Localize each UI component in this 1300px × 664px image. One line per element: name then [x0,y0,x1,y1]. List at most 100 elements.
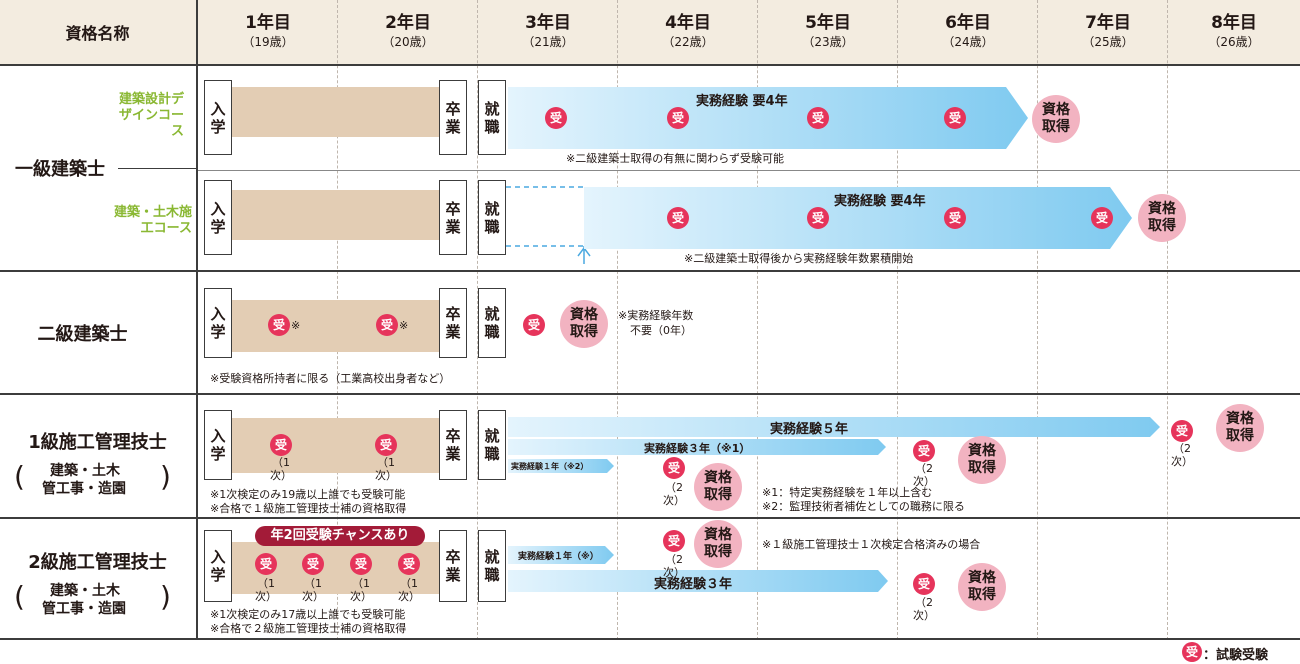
ikkyu-connector [118,168,196,169]
graduate-box: 卒業 [439,80,467,155]
exam-badge: 受 [944,107,966,129]
second-stage-label: （2次） [663,481,685,507]
exam-asterisk: ※ [399,319,409,332]
sekou1-note3: ※1：特定実務経験を１年以上含む [762,486,933,499]
exam-badge: 受 [375,434,397,456]
qual-header: 資格名称 [65,24,130,43]
experience-arrow-3y [508,439,886,455]
exam-badge: 受 [302,553,324,575]
exam-badge: 受 [663,457,685,479]
exam-badge: 受 [807,207,829,229]
experience-label: 実務経験 要4年 [696,94,788,109]
experience-label: 実務経験１年（※） [518,552,599,562]
year-header: 8年目（26歳） [1168,12,1300,50]
graduate-box: 卒業 [439,288,467,358]
course-civil: 建築・土木施工コース [113,205,192,236]
exam-badge: 受 [523,314,545,336]
exam-badge: 受 [545,107,567,129]
year-header: 2年目 （20歳） [338,12,478,50]
legend-label: ：試験受験 [1203,648,1269,663]
year-label: 3年目 [525,13,571,33]
experience-label: 実務経験 要4年 [834,194,926,209]
year-label: 7年目 [1085,13,1131,33]
enroll-box: 入学 [204,410,232,480]
first-stage-label: （1次） [302,577,324,603]
year-label: 8年目 [1211,13,1257,33]
year-header: 6年目（24歳） [898,12,1038,50]
employ-box: 就職 [478,288,506,358]
sekou2-note2: ※合格で２級施工管理技士補の資格取得 [210,622,407,635]
sekou2-note1: ※1次検定のみ17歳以上誰でも受験可能 [210,608,406,621]
age-label: （22歳） [662,35,714,49]
experience-arrow-1y [508,546,614,564]
age-label: （19歳） [242,35,294,49]
chance-banner: 年2回受験チャンスあり [255,526,425,546]
nikyu-exp-note2: 不要（0年） [630,324,692,337]
exam-badge: 受 [1171,420,1193,442]
acquire-circle: 資格取得 [560,300,608,348]
experience-arrow-3y [508,570,888,592]
header-row [0,0,1300,64]
school-bar [220,418,450,473]
experience-label: 実務経験３年（※1） [644,442,751,455]
enroll-box: 入学 [204,80,232,155]
enroll-box: 入学 [204,288,232,358]
graduate-box: 卒業 [439,410,467,480]
exam-badge: 受 [255,553,277,575]
school-bar [220,87,450,137]
qual-sekou1: 1級施工管理技士 [28,432,167,453]
second-stage-label: （2次） [913,462,935,488]
exam-badge: 受 [667,107,689,129]
exam-badge: 受 [913,440,935,462]
graduate-box: 卒業 [439,530,467,602]
nikyu-note: ※受験資格所持者に限る（工業高校出身者など） [210,372,451,385]
legend-exam-icon: 受 [1182,642,1202,662]
fields-1: 建築・土木 [50,463,120,479]
exam-badge: 受 [376,314,398,336]
second-stage-label: （2次） [1171,442,1193,468]
age-label: （24歳） [942,35,994,49]
year-header: 7年目 （25歳） [1038,12,1178,50]
exam-badge: 受 [398,553,420,575]
qual-sekou2: 2級施工管理技士 [28,552,167,573]
age-label: （20歳） [382,35,434,49]
school-bar [220,190,450,240]
second-stage-label: （2次） [663,553,685,579]
ikkyu-note1: ※二級建築士取得の有無に関わらず受験可能 [566,152,784,165]
experience-label: 実務経験５年 [770,422,849,437]
sekou1-note2: ※合格で１級施工管理技士補の資格取得 [210,502,407,515]
experience-arrow-1y [508,459,614,473]
experience-label: 実務経験３年 [654,577,733,592]
year-header: 4年目（22歳） [618,12,758,50]
acquire-circle: 資格取得 [1032,95,1080,143]
experience-arrow [508,87,1028,149]
nikyu-exp-note1: ※実務経験年数 [618,309,694,322]
year-label: 2年目 [385,13,431,33]
year-header: 1年目（19歳） [198,12,338,50]
exam-badge: 受 [270,434,292,456]
year-header: 3年目 （21歳） [478,12,618,50]
exam-badge: 受 [268,314,290,336]
experience-label: 実務経験１年（※2） [511,462,589,471]
first-stage-label: （1次） [270,456,292,482]
age-label: （21歳） [522,35,574,49]
exam-badge: 受 [667,207,689,229]
age-label: （25歳） [1082,35,1134,49]
first-stage-label: （1次） [398,577,420,603]
first-stage-label: （1次） [255,577,277,603]
acquire-circle: 資格取得 [694,520,742,568]
acquire-circle: 資格取得 [1216,404,1264,452]
exam-badge: 受 [807,107,829,129]
sekou1-note4: ※2：監理技術者補佐としての職務に限る [762,500,965,513]
sekou2-note3: ※１級施工管理技士１次検定合格済みの場合 [762,538,981,551]
paren-left: ( [14,580,25,613]
exam-badge: 受 [944,207,966,229]
experience-arrow [584,187,1132,249]
first-stage-label: （1次） [350,577,372,603]
course-design: 建築設計デザインコース [118,92,184,139]
enroll-box: 入学 [204,530,232,602]
enroll-box: 入学 [204,180,232,255]
paren-left: ( [14,460,25,493]
qual-nikyu: 二級建築士 [37,324,128,345]
acquire-circle: 資格取得 [694,463,742,511]
